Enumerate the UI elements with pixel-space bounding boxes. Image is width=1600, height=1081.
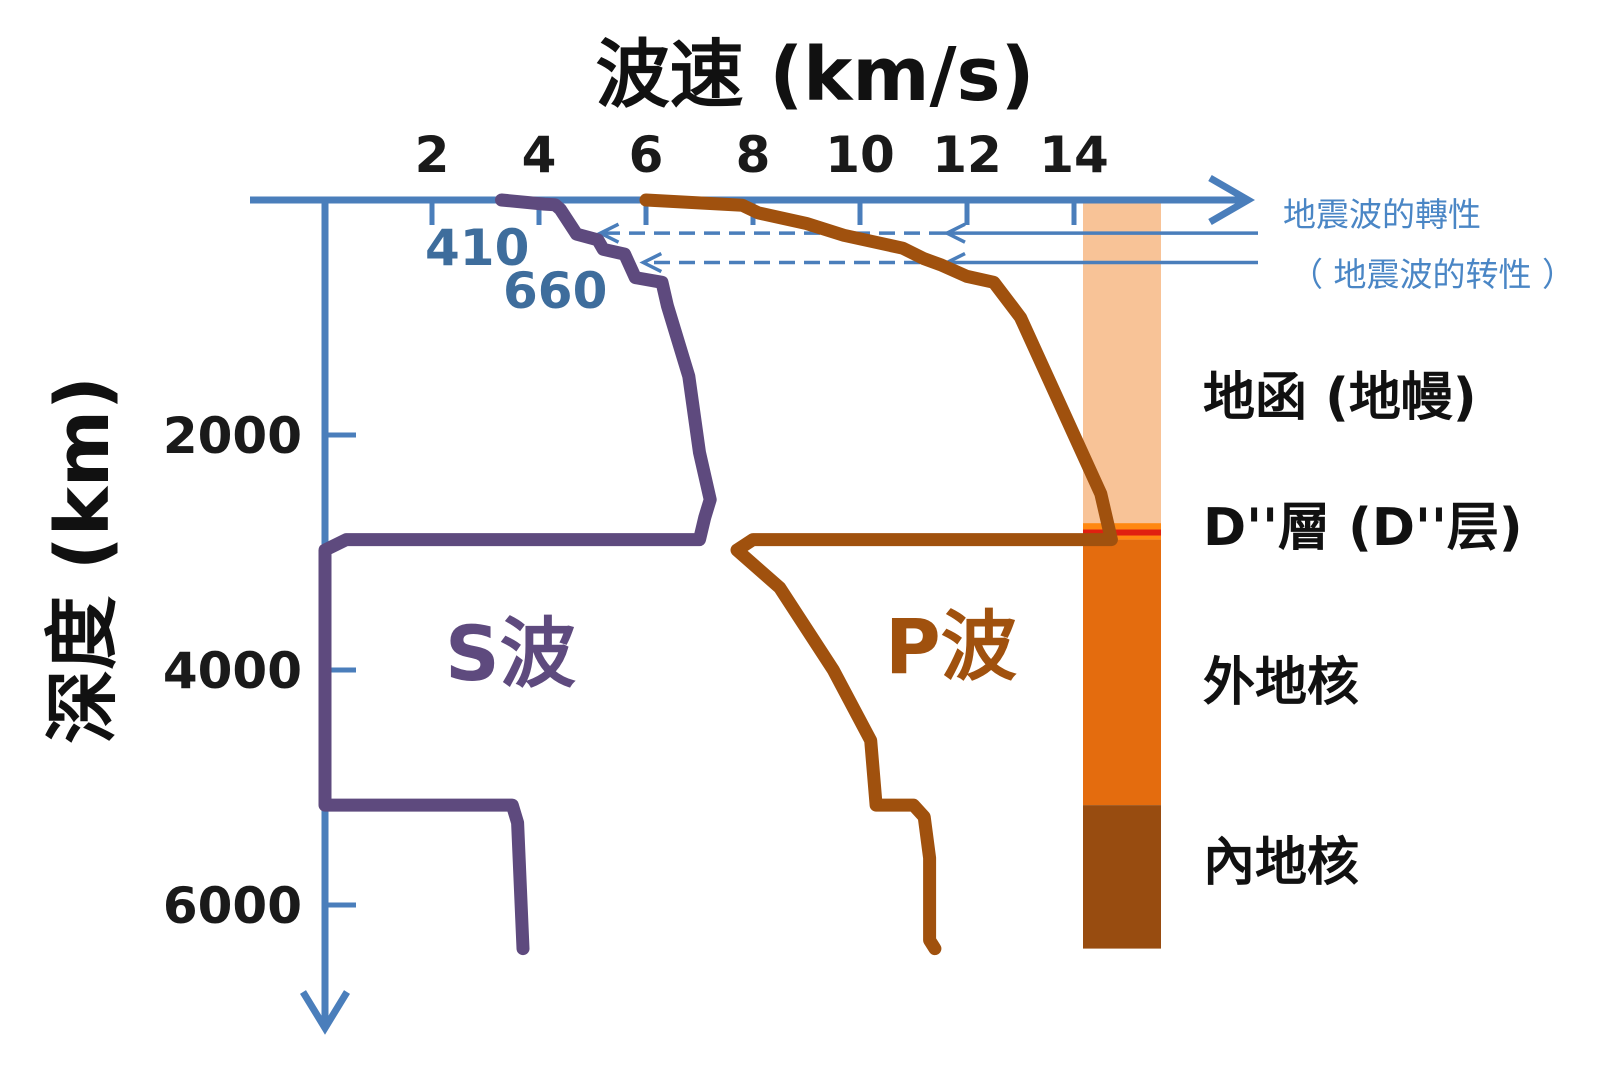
- layer-label-3: 內地核: [1203, 833, 1359, 893]
- x-tick-label-14: 14: [1039, 126, 1109, 184]
- y-tick-label-4000: 4000: [163, 642, 302, 700]
- x-tick-label-12: 12: [932, 126, 1002, 184]
- x-tick-label-10: 10: [825, 126, 895, 184]
- x-tick-label-4: 4: [522, 126, 557, 184]
- layer-label-1: D''層 (D''层): [1203, 498, 1523, 558]
- depth-marker-410: 410: [425, 219, 529, 277]
- p-wave-label: P波: [885, 602, 1017, 691]
- y-axis-arrowhead: [300, 990, 350, 1035]
- note-transition: 地震波的轉性: [1283, 195, 1481, 234]
- y-ticks: 2000 4000 6000: [163, 407, 356, 935]
- d-double-prime-red-line: [1083, 529, 1161, 536]
- x-axis-arrowhead: [1208, 174, 1255, 226]
- y-axis-label: 深度 (km): [40, 376, 126, 744]
- earth-layer-column: [1083, 200, 1161, 949]
- series-lines: [318, 193, 1118, 956]
- y-tick-label-6000: 6000: [163, 877, 302, 935]
- p-wave-line: [639, 193, 1118, 956]
- discontinuity-arrow-1: [639, 251, 663, 274]
- chart-title: 波速 (km/s): [596, 32, 1035, 118]
- depth-marker-660: 660: [503, 262, 607, 320]
- x-tick-label-8: 8: [736, 126, 771, 184]
- s-wave-line: [318, 193, 717, 956]
- layer-label-2: 外地核: [1203, 653, 1359, 713]
- x-tick-label-6: 6: [629, 126, 664, 184]
- note-transition-simplified: （ 地震波的转性 ）: [1290, 255, 1575, 294]
- discontinuity-lines: [596, 222, 1258, 274]
- layer-band-2: [1083, 539, 1161, 806]
- layer-label-0: 地函 (地幔): [1203, 368, 1477, 428]
- y-tick-label-2000: 2000: [163, 407, 302, 465]
- layer-band-3: [1083, 805, 1161, 949]
- x-tick-label-2: 2: [415, 126, 450, 184]
- discontinuity-arrow-mid-0: [943, 222, 966, 244]
- discontinuity-arrow-0: [596, 222, 620, 244]
- s-wave-label: S波: [445, 609, 576, 698]
- x-ticks: 2 4 6 8 10 12 14: [415, 126, 1109, 225]
